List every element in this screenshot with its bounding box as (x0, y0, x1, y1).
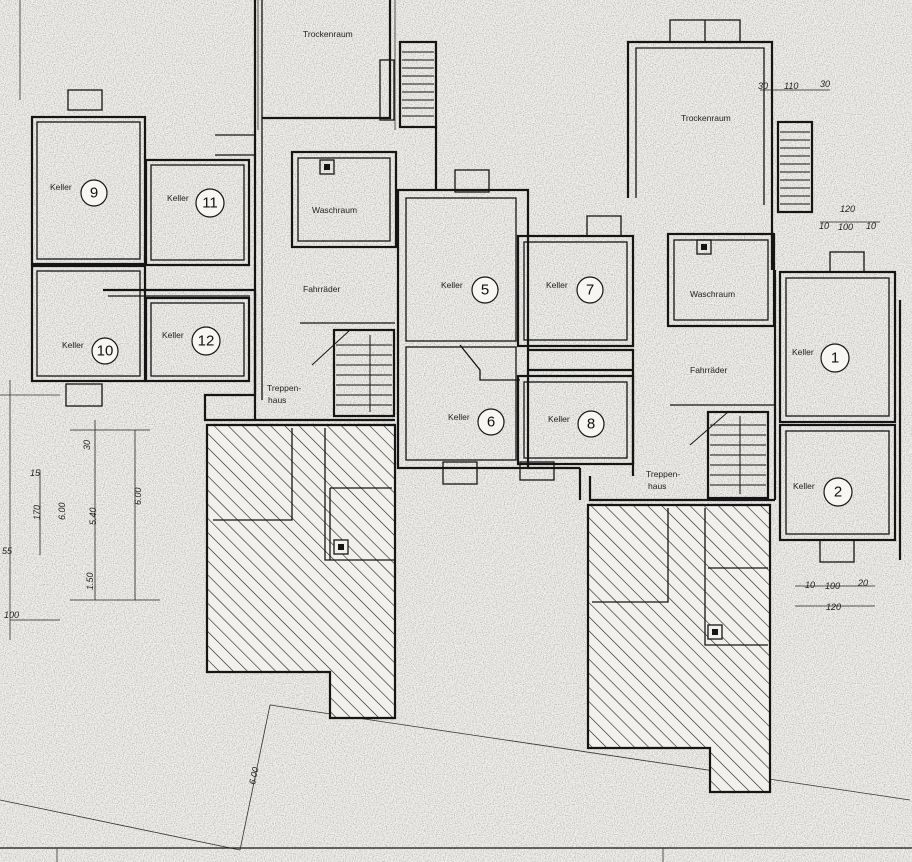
dim-120-upper: 120 (840, 204, 855, 214)
dim-10-lower: 10 (805, 580, 815, 590)
label-fahrraeder-right: Fahrräder (690, 365, 727, 375)
dim-600-diagonal: 6.00 (247, 766, 260, 785)
dim-30-top-a: 30 (758, 81, 768, 91)
room-number-8: 8 (587, 416, 595, 433)
dim-120-lower: 120 (826, 602, 841, 612)
dim-150-left: 1.50 (85, 572, 95, 590)
room-number-2: 2 (834, 484, 842, 501)
dim-20-lower: 20 (857, 578, 868, 588)
label-keller-1: Keller (792, 347, 814, 357)
label-trockenraum-left: Trockenraum (303, 29, 353, 39)
keller-5-walls (405, 197, 517, 342)
label-treppenhaus-right-1: Treppen- (646, 469, 680, 479)
label-keller-7: Keller (546, 280, 568, 290)
label-trockenraum-right: Trockenraum (681, 113, 731, 123)
label-treppenhaus-left-2: haus (268, 395, 286, 405)
dim-600-left-a: 6.00 (57, 502, 67, 520)
dim-100-upper: 100 (838, 222, 853, 232)
label-keller-10: Keller (62, 340, 84, 350)
right-building (586, 19, 902, 794)
label-keller-2: Keller (793, 481, 815, 491)
dim-30-top-b: 30 (820, 79, 830, 89)
dim-540-left: 5.40 (88, 507, 98, 525)
keller-12-walls (144, 296, 251, 383)
label-waschraum-left: Waschraum (312, 205, 357, 215)
keller-11-walls (144, 158, 251, 267)
label-keller-9: Keller (50, 182, 72, 192)
label-treppenhaus-left-1: Treppen- (267, 383, 301, 393)
label-keller-11: Keller (167, 193, 189, 203)
dim-100-left: 100 (4, 610, 19, 620)
label-waschraum-right: Waschraum (690, 289, 735, 299)
room-number-6: 6 (487, 414, 495, 431)
dim-15-left: 15 (30, 468, 41, 478)
label-treppenhaus-right-2: haus (648, 481, 666, 491)
room-number-5: 5 (481, 282, 489, 299)
dim-55-left: 55 (2, 546, 13, 556)
dim-10-upper-a: 10 (819, 221, 829, 231)
dim-600-left-b: 6.00 (133, 487, 143, 505)
label-keller-5: Keller (441, 280, 463, 290)
dim-10-upper-b: 10 (866, 221, 876, 231)
keller-7-walls (516, 234, 635, 348)
room-number-1: 1 (831, 350, 839, 367)
room-number-7: 7 (586, 282, 594, 299)
room-number-circles (80, 179, 853, 507)
label-keller-6: Keller (448, 412, 470, 422)
room-number-9: 9 (90, 185, 98, 202)
terrace-right (586, 503, 772, 794)
dim-170-left: 170 (32, 505, 42, 520)
dim-110-top: 110 (784, 81, 798, 91)
left-building (30, 0, 438, 720)
dimension-lines (10, 89, 880, 621)
dim-100-lower: 100 (825, 581, 840, 591)
label-fahrraeder-left: Fahrräder (303, 284, 340, 294)
label-keller-8: Keller (548, 414, 570, 424)
room-number-11: 11 (202, 195, 218, 212)
terrace-left (205, 423, 397, 720)
waschraum-left-walls (290, 150, 398, 249)
room-number-12: 12 (198, 333, 215, 350)
label-keller-12: Keller (162, 330, 184, 340)
dim-30-vertical: 30 (82, 440, 92, 450)
room-number-10: 10 (97, 343, 114, 360)
